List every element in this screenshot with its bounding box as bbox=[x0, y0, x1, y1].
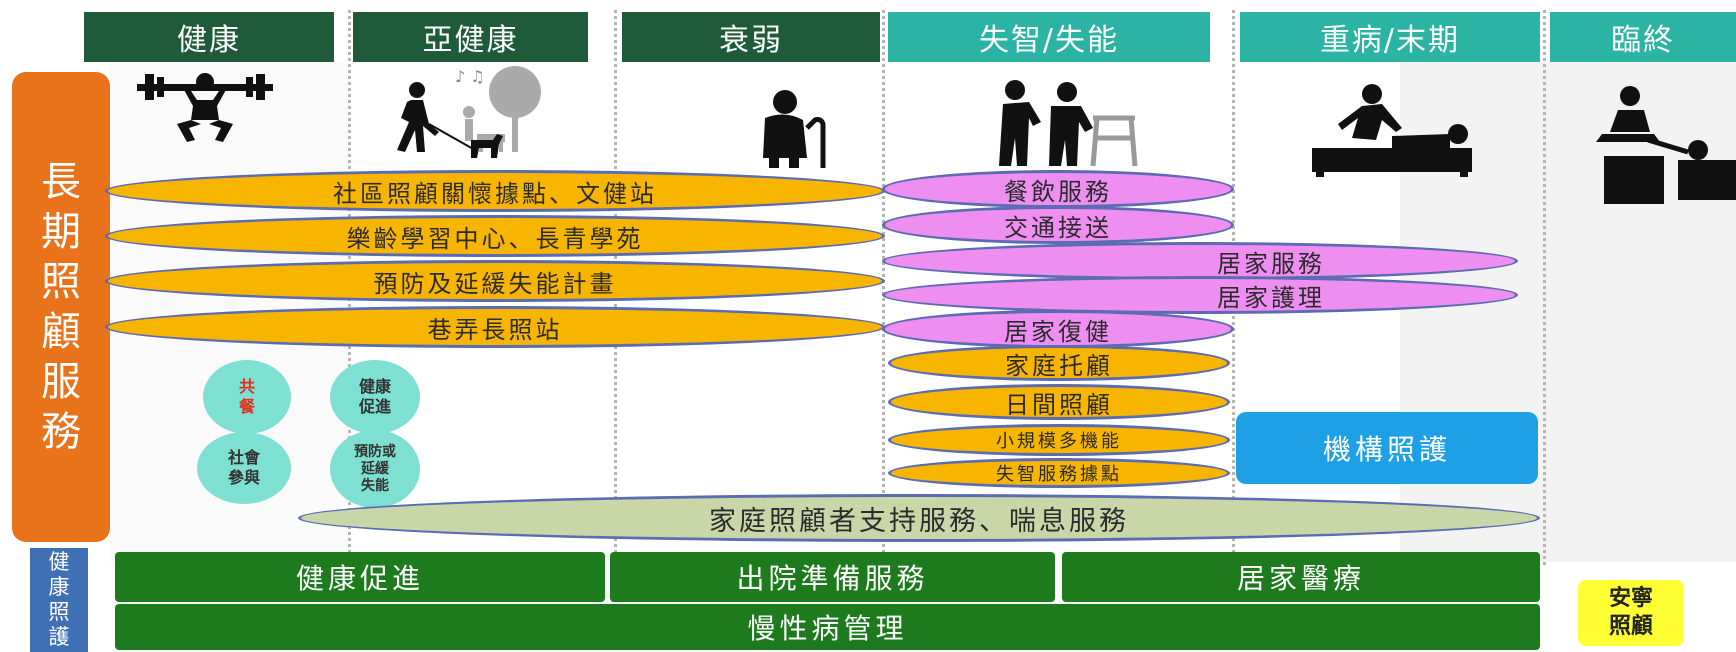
transport-service-oval: 交通接送 bbox=[882, 206, 1234, 244]
day-care-oval: 日間照顧 bbox=[888, 384, 1230, 420]
caregiver-respite-oval: 家庭照顧者支持服務、喘息服務 bbox=[298, 494, 1540, 542]
institutional-care-box: 機構照護 bbox=[1236, 412, 1538, 484]
bedridden-patient-icon bbox=[1312, 84, 1472, 177]
header-dementia-disability: 失智/失能 bbox=[888, 12, 1210, 62]
meal-service-oval: 餐飲服務 bbox=[882, 170, 1234, 208]
ltc-char: 務 bbox=[41, 409, 81, 455]
home-rehab-oval: 居家復健 bbox=[882, 310, 1234, 348]
caregiver-walker-icon bbox=[999, 80, 1138, 167]
hc-char: 健 bbox=[48, 550, 70, 574]
home-nursing-oval: 居家護理 bbox=[882, 276, 1518, 314]
community-care-station-oval: 社區照顧關懷據點、文健站 bbox=[105, 170, 885, 212]
header-frail: 衰弱 bbox=[622, 12, 880, 62]
header-healthy: 健康 bbox=[84, 12, 334, 62]
chronic-disease-bar: 慢性病管理 bbox=[115, 604, 1540, 650]
family-care-oval: 家庭托顧 bbox=[888, 345, 1230, 381]
column-divider bbox=[1543, 10, 1546, 565]
communal-meal-circle: 共 餐 bbox=[203, 360, 291, 434]
health-promotion-circle: 健康 促進 bbox=[330, 360, 420, 434]
weightlifter-icon bbox=[137, 73, 273, 142]
end-of-life-icon bbox=[1596, 86, 1736, 204]
ltc-char: 期 bbox=[41, 209, 81, 255]
social-participation-circle: 社會 參與 bbox=[197, 432, 291, 504]
discharge-prep-bar: 出院準備服務 bbox=[610, 552, 1055, 602]
elderly-cane-icon bbox=[763, 90, 826, 168]
ltc-char: 照 bbox=[41, 259, 81, 305]
health-promotion-bar: 健康促進 bbox=[115, 552, 605, 602]
dementia-service-point-oval: 失智服務據點 bbox=[888, 458, 1230, 488]
hospice-care-box: 安寧 照顧 bbox=[1578, 580, 1684, 646]
hc-char: 康 bbox=[48, 575, 70, 599]
ltc-sidebar: 長 期 照 顧 服 務 bbox=[12, 72, 110, 542]
ltc-char: 服 bbox=[41, 359, 81, 405]
prevent-disability-circle: 預防或 延緩 失能 bbox=[330, 430, 420, 508]
hc-char: 護 bbox=[48, 625, 70, 649]
walking-dog-icon: ♪ ♫ bbox=[397, 66, 541, 158]
ltc-char: 顧 bbox=[41, 309, 81, 355]
home-service-oval: 居家服務 bbox=[882, 242, 1518, 280]
elder-learning-center-oval: 樂齡學習中心、長青學苑 bbox=[105, 215, 885, 257]
ltc-char: 長 bbox=[41, 159, 81, 205]
small-multifunction-oval: 小規模多機能 bbox=[888, 424, 1230, 456]
healthcare-sidebar: 健 康 照 護 bbox=[30, 548, 88, 652]
column-divider bbox=[882, 10, 885, 565]
header-end-of-life: 臨終 bbox=[1550, 12, 1736, 62]
header-severe-terminal: 重病/末期 bbox=[1240, 12, 1540, 62]
disability-prevention-oval: 預防及延緩失能計畫 bbox=[105, 260, 885, 302]
svg-text:♪ ♫: ♪ ♫ bbox=[455, 67, 485, 86]
alley-ltc-station-oval: 巷弄長照站 bbox=[105, 306, 885, 348]
home-medical-bar: 居家醫療 bbox=[1062, 552, 1540, 602]
header-subhealthy: 亞健康 bbox=[353, 12, 588, 62]
hc-char: 照 bbox=[48, 600, 70, 624]
